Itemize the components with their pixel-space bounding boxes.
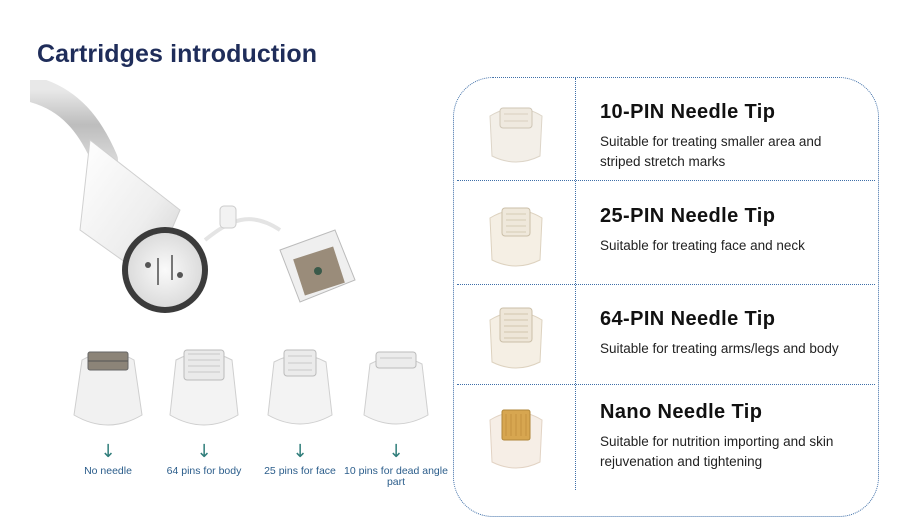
- tip-description: Suitable for treating arms/legs and body: [600, 341, 839, 356]
- needle-tip-25-image: [478, 196, 554, 272]
- tip-name: 25-PIN Needle Tip: [600, 205, 776, 227]
- cartridge-image: [363, 351, 429, 425]
- needle-tip-25: 25-PIN Needle Tip Suitable for treating …: [600, 205, 860, 256]
- needle-tip-nano-image: [478, 398, 554, 474]
- needle-tip-64: 64-PIN Needle Tip Suitable for treating …: [600, 308, 860, 359]
- panel-divider: [457, 180, 875, 181]
- needle-tip-nano: Nano Needle Tip Suitable for nutrition i…: [600, 401, 860, 472]
- needle-tips-panel: [453, 77, 879, 517]
- cartridge-25-pins: ↓ 25 pins for face: [254, 340, 346, 500]
- needle-tip-10: 10-PIN Needle Tip Suitable for treating …: [600, 101, 860, 172]
- cartridge-image: [73, 351, 143, 426]
- cartridge-row: ↓ No needle ↓ 64 pins for body ↓ 25 pins…: [50, 340, 450, 500]
- arrow-down-icon: ↓: [292, 441, 308, 462]
- panel-divider: [457, 284, 875, 285]
- tip-description: Suitable for treating smaller area and s…: [600, 134, 822, 169]
- tip-description: Suitable for nutrition importing and ski…: [600, 434, 834, 469]
- cartridge-no-needle: ↓ No needle: [62, 340, 154, 500]
- cartridge-caption: 10 pins for dead angle part: [344, 465, 448, 488]
- cartridge-64-pins: ↓ 64 pins for body: [158, 340, 250, 500]
- cartridge-caption: 25 pins for face: [264, 465, 336, 477]
- cartridge-image: [169, 349, 239, 426]
- needle-tip-64-image: [478, 298, 554, 374]
- cartridge-image: [267, 349, 333, 425]
- arrow-down-icon: ↓: [388, 441, 404, 462]
- arrow-down-icon: ↓: [196, 441, 212, 462]
- panel-divider: [457, 384, 875, 385]
- tip-description: Suitable for treating face and neck: [600, 238, 805, 253]
- handpiece-image: [22, 77, 410, 330]
- page-title: Cartridges introduction: [37, 40, 318, 68]
- tip-name: 10-PIN Needle Tip: [600, 101, 776, 123]
- arrow-down-icon: ↓: [100, 441, 116, 462]
- tip-name: 64-PIN Needle Tip: [600, 308, 776, 330]
- tip-name: Nano Needle Tip: [600, 401, 763, 423]
- needle-tip-10-image: [478, 94, 554, 170]
- cartridge-caption: No needle: [84, 465, 132, 477]
- cartridge-10-pins: ↓ 10 pins for dead angle part: [344, 340, 448, 500]
- cartridge-caption: 64 pins for body: [166, 465, 242, 477]
